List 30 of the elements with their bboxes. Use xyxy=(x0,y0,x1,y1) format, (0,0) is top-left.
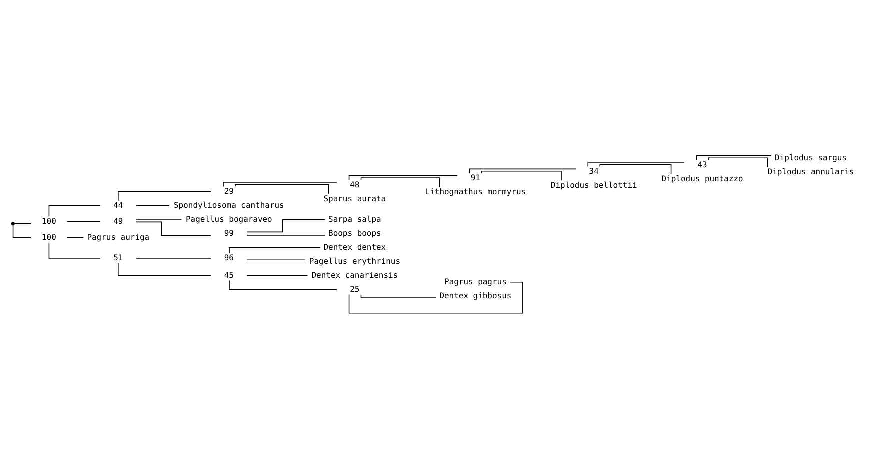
connector xyxy=(48,242,101,258)
connector xyxy=(708,157,768,168)
connector xyxy=(66,220,101,222)
connector xyxy=(600,164,672,174)
connector xyxy=(136,218,182,220)
connector xyxy=(246,259,306,260)
connector xyxy=(348,174,458,180)
connector xyxy=(223,182,338,187)
connector xyxy=(235,184,330,194)
connector xyxy=(696,154,772,160)
connector xyxy=(118,262,212,276)
connector xyxy=(12,224,32,238)
connector xyxy=(136,221,212,236)
connector xyxy=(481,170,562,181)
connector xyxy=(118,191,212,201)
connector xyxy=(588,162,685,167)
connector xyxy=(229,246,321,254)
connector xyxy=(246,274,308,276)
connector xyxy=(360,294,436,298)
connector xyxy=(469,168,576,174)
connector xyxy=(246,234,326,236)
node-point xyxy=(11,222,15,226)
connector xyxy=(229,280,338,290)
connector xyxy=(14,222,32,224)
connector xyxy=(48,204,101,217)
connector xyxy=(360,177,440,188)
connector xyxy=(66,236,84,238)
connector xyxy=(246,218,326,232)
connector xyxy=(136,204,170,206)
connector xyxy=(348,282,524,314)
